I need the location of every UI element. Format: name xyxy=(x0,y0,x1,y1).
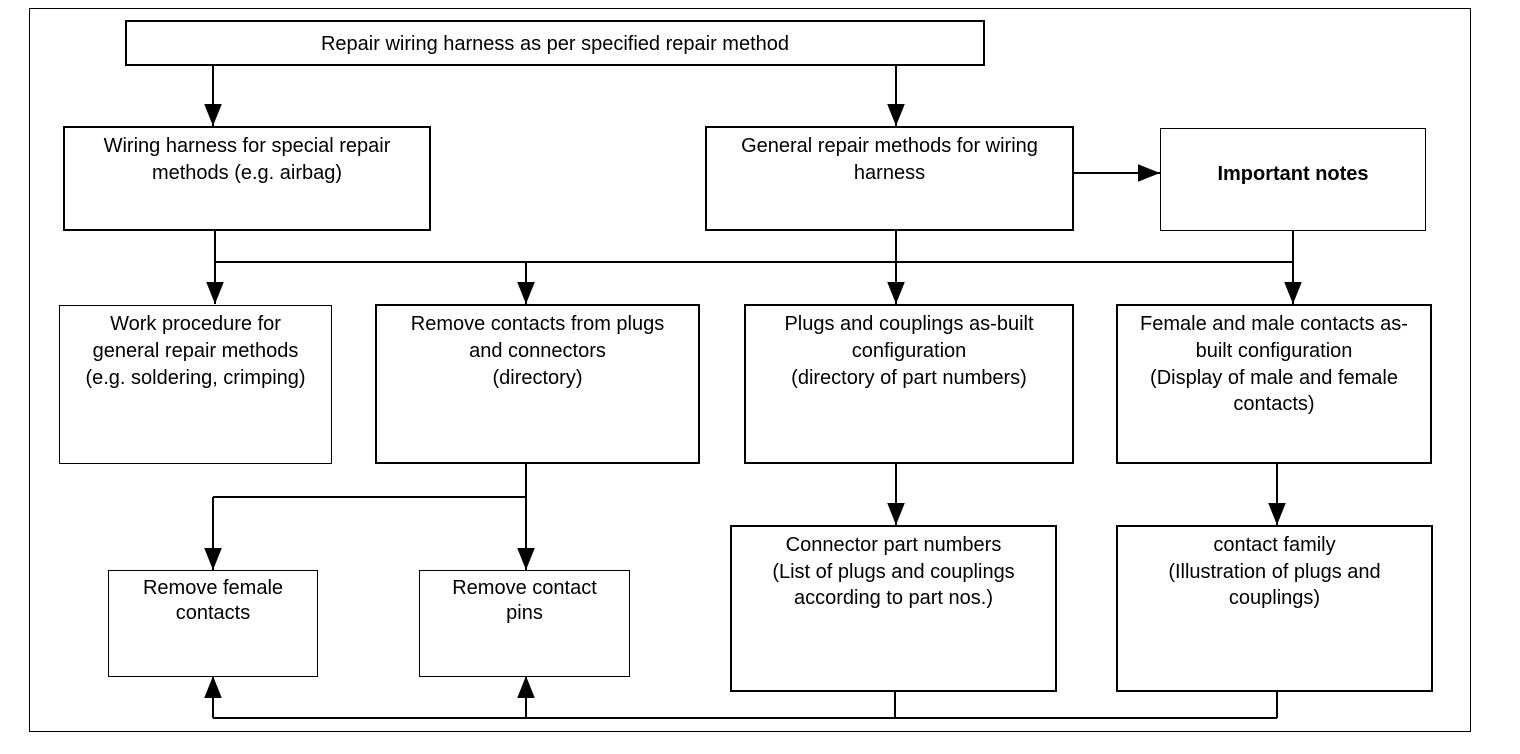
connector-line3: according to part nos.) xyxy=(794,587,993,609)
contacts-line3: (Display of male and female xyxy=(1150,367,1398,389)
box-work-procedure: Work procedure for general repair method… xyxy=(59,305,332,464)
female-line2: contacts xyxy=(175,602,251,624)
box-repair-wiring-harness: Repair wiring harness as per specified r… xyxy=(125,20,985,66)
family-line2: (Illustration of plugs and xyxy=(1168,561,1381,583)
box-special-repair-methods: Wiring harness for special repair method… xyxy=(63,126,431,231)
diagram-frame xyxy=(29,8,1471,732)
remove-line3: (directory) xyxy=(492,367,583,389)
box-repair-wiring-harness-text: Repair wiring harness as per specified r… xyxy=(320,33,789,55)
female-line1: Remove female xyxy=(142,577,284,599)
connector-line2: (List of plugs and couplings xyxy=(772,561,1015,583)
pins-line1: Remove contact xyxy=(452,577,597,599)
family-line1: contact family xyxy=(1213,534,1336,556)
box-female-male-contacts: Female and male contacts as- built confi… xyxy=(1116,304,1432,464)
box-contact-family: contact family (Illustration of plugs an… xyxy=(1116,525,1433,692)
important-notes-text: Important notes xyxy=(1217,163,1369,185)
work-line3: (e.g. soldering, crimping) xyxy=(85,367,306,389)
pins-line2: pins xyxy=(506,602,543,624)
box-plugs-couplings: Plugs and couplings as-built configurati… xyxy=(744,304,1074,464)
connector-line1: Connector part numbers xyxy=(785,534,1002,556)
contacts-line1: Female and male contacts as- xyxy=(1140,313,1408,335)
work-line1: Work procedure for xyxy=(110,313,281,335)
box-general-repair-methods: General repair methods for wiring harnes… xyxy=(705,126,1074,231)
box-important-notes: Important notes xyxy=(1160,128,1426,231)
work-line2: general repair methods xyxy=(92,340,299,362)
special-line2: methods (e.g. airbag) xyxy=(151,162,343,184)
box-connector-part-numbers: Connector part numbers (List of plugs an… xyxy=(730,525,1057,692)
contacts-line4: contacts) xyxy=(1233,393,1315,415)
remove-line1: Remove contacts from plugs xyxy=(410,313,665,335)
remove-line2: and connectors xyxy=(469,340,606,362)
family-line3: couplings) xyxy=(1228,587,1321,609)
box-remove-contact-pins: Remove contact pins xyxy=(419,570,630,677)
plugs-line3: (directory of part numbers) xyxy=(791,367,1027,389)
general-line2: harness xyxy=(853,162,926,184)
box-remove-female-contacts: Remove female contacts xyxy=(108,570,318,677)
plugs-line2: configuration xyxy=(851,340,967,362)
general-line1: General repair methods for wiring xyxy=(741,135,1038,157)
special-line1: Wiring harness for special repair xyxy=(103,135,391,157)
contacts-line2: built configuration xyxy=(1195,340,1353,362)
plugs-line1: Plugs and couplings as-built xyxy=(784,313,1034,335)
box-remove-contacts: Remove contacts from plugs and connector… xyxy=(375,304,700,464)
